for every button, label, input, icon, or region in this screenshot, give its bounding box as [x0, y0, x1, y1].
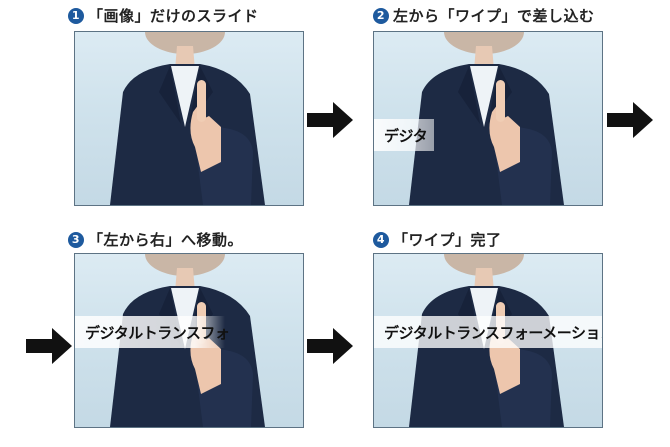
right-arrow-icon — [607, 102, 653, 138]
step-1-label: 1 「画像」だけのスライド — [68, 5, 259, 26]
slide-panel-4: デジタルトランスフォーメーション — [373, 253, 603, 428]
step-3-number-badge: 3 — [68, 231, 84, 248]
person-pointing-image — [110, 32, 265, 205]
step-3-caption: 「左から右」へ移動。 — [88, 231, 244, 249]
slide-panel-2: デジタ — [373, 31, 603, 206]
slide-panel-3: デジタルトランスフォ — [74, 253, 304, 428]
banner-text: デジタルトランスフォ — [85, 323, 230, 342]
banner-text: デジタルトランスフォーメーション — [384, 323, 603, 342]
wipe-banner: デジタルトランスフォーメーション — [374, 316, 602, 348]
step-2-label: 2 左から「ワイプ」で差し込む — [373, 5, 595, 26]
step-1-number-badge: 1 — [68, 7, 84, 24]
wipe-banner: デジタ — [374, 119, 434, 151]
step-4-label: 4 「ワイプ」完了 — [373, 229, 502, 250]
step-4-number-badge: 4 — [373, 231, 389, 248]
step-1-caption: 「画像」だけのスライド — [88, 7, 259, 25]
step-2-number-badge: 2 — [373, 7, 389, 24]
step-3-label: 3 「左から右」へ移動。 — [68, 229, 243, 250]
right-arrow-icon — [307, 328, 353, 364]
step-2-caption: 左から「ワイプ」で差し込む — [393, 7, 595, 25]
step-4-caption: 「ワイプ」完了 — [393, 231, 502, 249]
wipe-banner: デジタルトランスフォ — [75, 316, 230, 348]
slide-panel-1 — [74, 31, 304, 206]
right-arrow-icon — [307, 102, 353, 138]
banner-text: デジタ — [384, 126, 428, 145]
right-arrow-icon — [26, 328, 72, 364]
